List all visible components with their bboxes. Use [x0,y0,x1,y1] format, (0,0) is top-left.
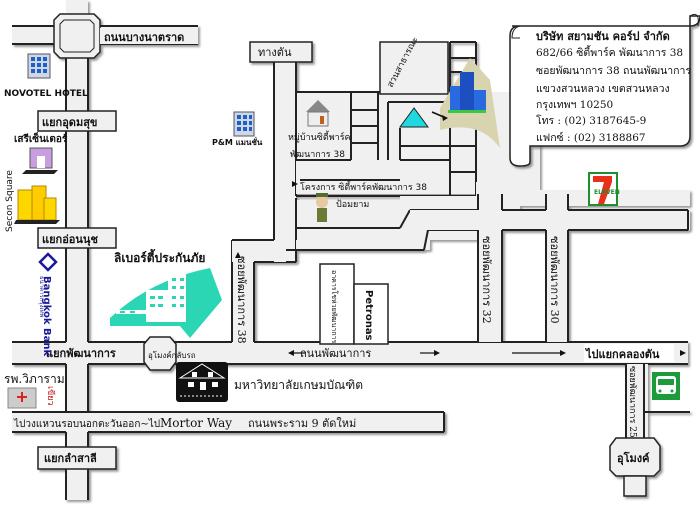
company-building [431,58,500,148]
seven-eleven: ELEVEN [588,172,620,206]
road-soi-30 [546,194,568,342]
kasem-university: มหาวิทยาลัยเกษมบัณฑิต [176,362,363,402]
label-guard: ป้อมยาม [336,199,369,210]
bank-logo-icon [38,252,58,272]
label-yaek-onnut: แยกอ่อนนุช [42,233,98,247]
road-labels: ถนนบางนาตราด แยกอุดมสุข แยกอ่อนนุช แยกพั… [13,28,686,466]
park-block [379,41,449,95]
company-name: บริษัท สยามชัน คอร์ป จำกัด [536,30,670,43]
label-bang-na-trat: ถนนบางนาตราด [104,31,184,44]
label-bank-th: ธนาคารกรุงเทพ [38,276,45,318]
arrow-right-icon [434,350,440,356]
tunnel-south [609,437,661,477]
novotel-hotel: NOVOTEL HOTEL [4,53,88,99]
interchange-top [53,13,101,59]
label-clinic: อาคารโชห่วยพัฒนาการ [330,270,339,343]
road-soi-32 [478,194,502,342]
vikaram-hospital: รพ.วิภาราม เขียว [4,372,65,409]
label-outer-ring: ไปวงแหวนรอบนอกตะวันออก~ไป [13,418,160,430]
label-vikaram-sign: เขียว [45,386,56,406]
arrow-left-icon [288,350,294,356]
label-secon-square: Secon Square [5,170,15,232]
address-line-4: กรุงเทพฯ 10250 [536,99,613,111]
label-city-park-village-2: พัฒนาการ 38 [290,150,345,160]
label-to-khlong-tan: ไปแยกคลองตัน [584,347,660,361]
label-thang-tan: ทางตัน [258,46,292,59]
label-seri-center: เสรีเซ็นเตอร์ [14,131,68,145]
label-tunnel-u-turn: อุโมงค์กลับรถ [148,350,196,360]
commercial-block: อาคารโชห่วยพัฒนาการ Petronas [319,263,389,345]
tunnel-u-turn [143,336,177,371]
bus-stop [652,372,680,400]
label-phatthanakan-road: ถนนพัฒนาการ [300,347,371,360]
address-line-3: แขวงสวนหลวง เขตสวนหลวง [536,83,670,95]
label-city-park-village: หมู่บ้านซิตี้พาร์ค [288,130,351,143]
address-scroll: บริษัท สยามชัน คอร์ป จำกัด 682/66 ซิตี้พ… [509,13,700,167]
soi-arrow-icon [235,252,241,258]
road-rama9-right [222,412,444,432]
entrance-arrow-icon [292,181,298,187]
label-motorway: Mortor Way [160,416,232,430]
label-soi-32: ซอยพัฒนาการ 32 [480,236,493,324]
secon-square: Secon Square [5,170,60,232]
petronas-block [353,283,389,345]
road-thang-tan [274,48,296,262]
label-yaek-phatthanakan: แยกพัฒนาการ [46,347,116,360]
liberty-insurance: ลิเบอร์ตี้ประกันภัย [110,248,222,338]
label-soi-25: ซอยพัฒนาการ 25 [627,366,637,438]
mall-buildings-icon [14,185,60,224]
triangle-marker-icon [399,107,429,128]
address-line-2: ซอยพัฒนาการ 38 ถนนพัฒนาการ [536,65,691,77]
label-soi-38: ซอยพัฒนาการ 38 [235,256,248,344]
city-park-village: หมู่บ้านซิตี้พาร์ค พัฒนาการ 38 [288,100,351,160]
label-soi-30: ซอยพัฒนาการ 30 [548,236,561,324]
road-rama9-left [12,412,222,432]
label-yaek-udomsuk: แยกอุดมสุข [42,116,97,130]
label-bangkok-bank: Bangkok Bank [41,276,52,357]
phone-number: โทร : (02) 3187645-9 [536,114,646,127]
label-seven-eleven: ELEVEN [594,189,620,196]
road-soi-38 [232,240,254,342]
label-vikaram: รพ.วิภาราม [4,372,65,386]
pm-mansion: P&M แมนชั่น [212,111,263,147]
label-rama9: ถนนพระราม 9 ตัดใหม่ [248,417,356,430]
label-tunnel-south: อุโมงค์ [617,451,650,466]
city-park-project: โครงการ ซิตี้พาร์คพัฒนาการ 38 ป้อมยาม [300,180,427,222]
road-phatthanakan [12,342,688,364]
address-line-1: 682/66 ซิตี้พาร์ค พัฒนาการ 38 [536,45,683,59]
label-liberty: ลิเบอร์ตี้ประกันภัย [114,248,205,265]
label-yaek-lamsali: แยกลำสาลี [44,452,97,465]
seri-center: เสรีเซ็นเตอร์ [14,131,68,174]
label-kasem: มหาวิทยาลัยเกษมบัณฑิต [234,378,363,392]
label-novotel: NOVOTEL HOTEL [4,89,88,99]
fax-number: แฟกซ์ : (02) 3188867 [536,131,646,144]
arrow-right-icon [680,350,686,356]
guard-icon [316,193,328,222]
label-petronas: Petronas [363,290,374,341]
arrow-right-icon [560,350,566,356]
house-icon [306,100,330,112]
label-pm-mansion: P&M แมนชั่น [212,136,263,147]
bangkok-bank: ธนาคารกรุงเทพ Bangkok Bank [38,252,58,357]
label-city-park-project: โครงการ ซิตี้พาร์คพัฒนาการ 38 [300,180,427,193]
city-park-area [296,92,540,194]
